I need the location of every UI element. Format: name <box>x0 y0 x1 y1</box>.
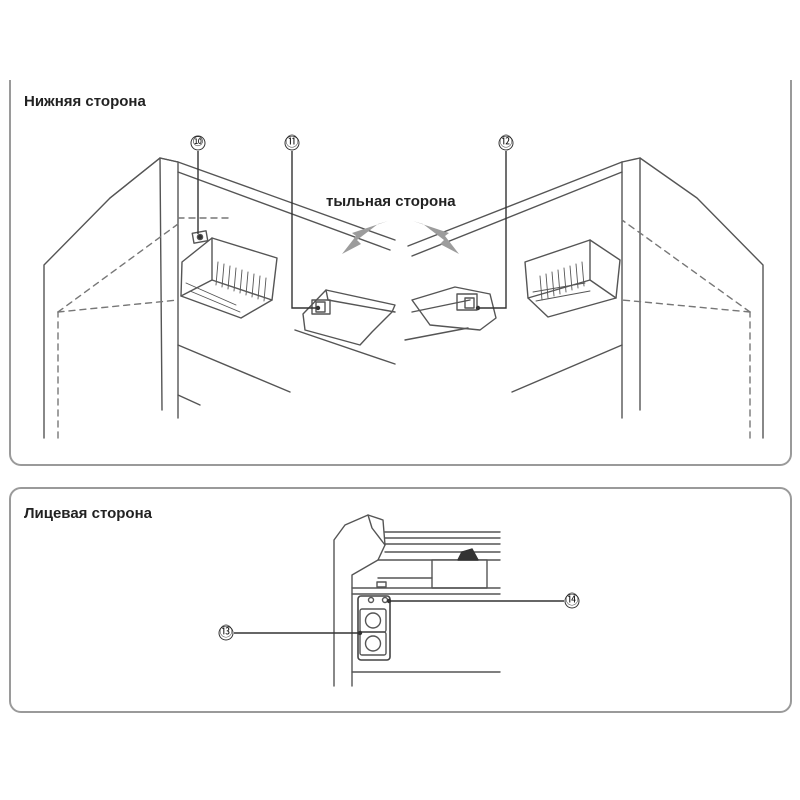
callout-11-badge <box>284 135 300 151</box>
callout-14-badge <box>564 593 580 609</box>
front-side-title: Лицевая сторона <box>24 505 152 522</box>
back-side-label: тыльная сторона <box>326 193 456 210</box>
right-underside-view <box>404 157 764 439</box>
callout-10-number: ⑩ <box>192 135 204 150</box>
left-underside-view <box>43 157 396 439</box>
front-side-panel <box>9 487 792 713</box>
callout-13-number: ⑬ <box>219 625 233 640</box>
callout-14-number: ⑭ <box>565 593 579 608</box>
callout-12-number: ⑫ <box>499 135 513 150</box>
bottom-side-panel <box>9 80 792 466</box>
callout-12-badge <box>498 135 514 151</box>
callout-11-leader <box>291 151 318 309</box>
back-side-arrows <box>342 221 459 254</box>
callout-11-number: ⑪ <box>285 135 299 150</box>
callout-12-leader <box>478 151 507 309</box>
bottom-side-title: Нижняя сторона <box>24 93 146 110</box>
callout-13-badge <box>218 625 234 641</box>
front-view <box>333 514 501 687</box>
callout-10-badge <box>190 135 206 151</box>
